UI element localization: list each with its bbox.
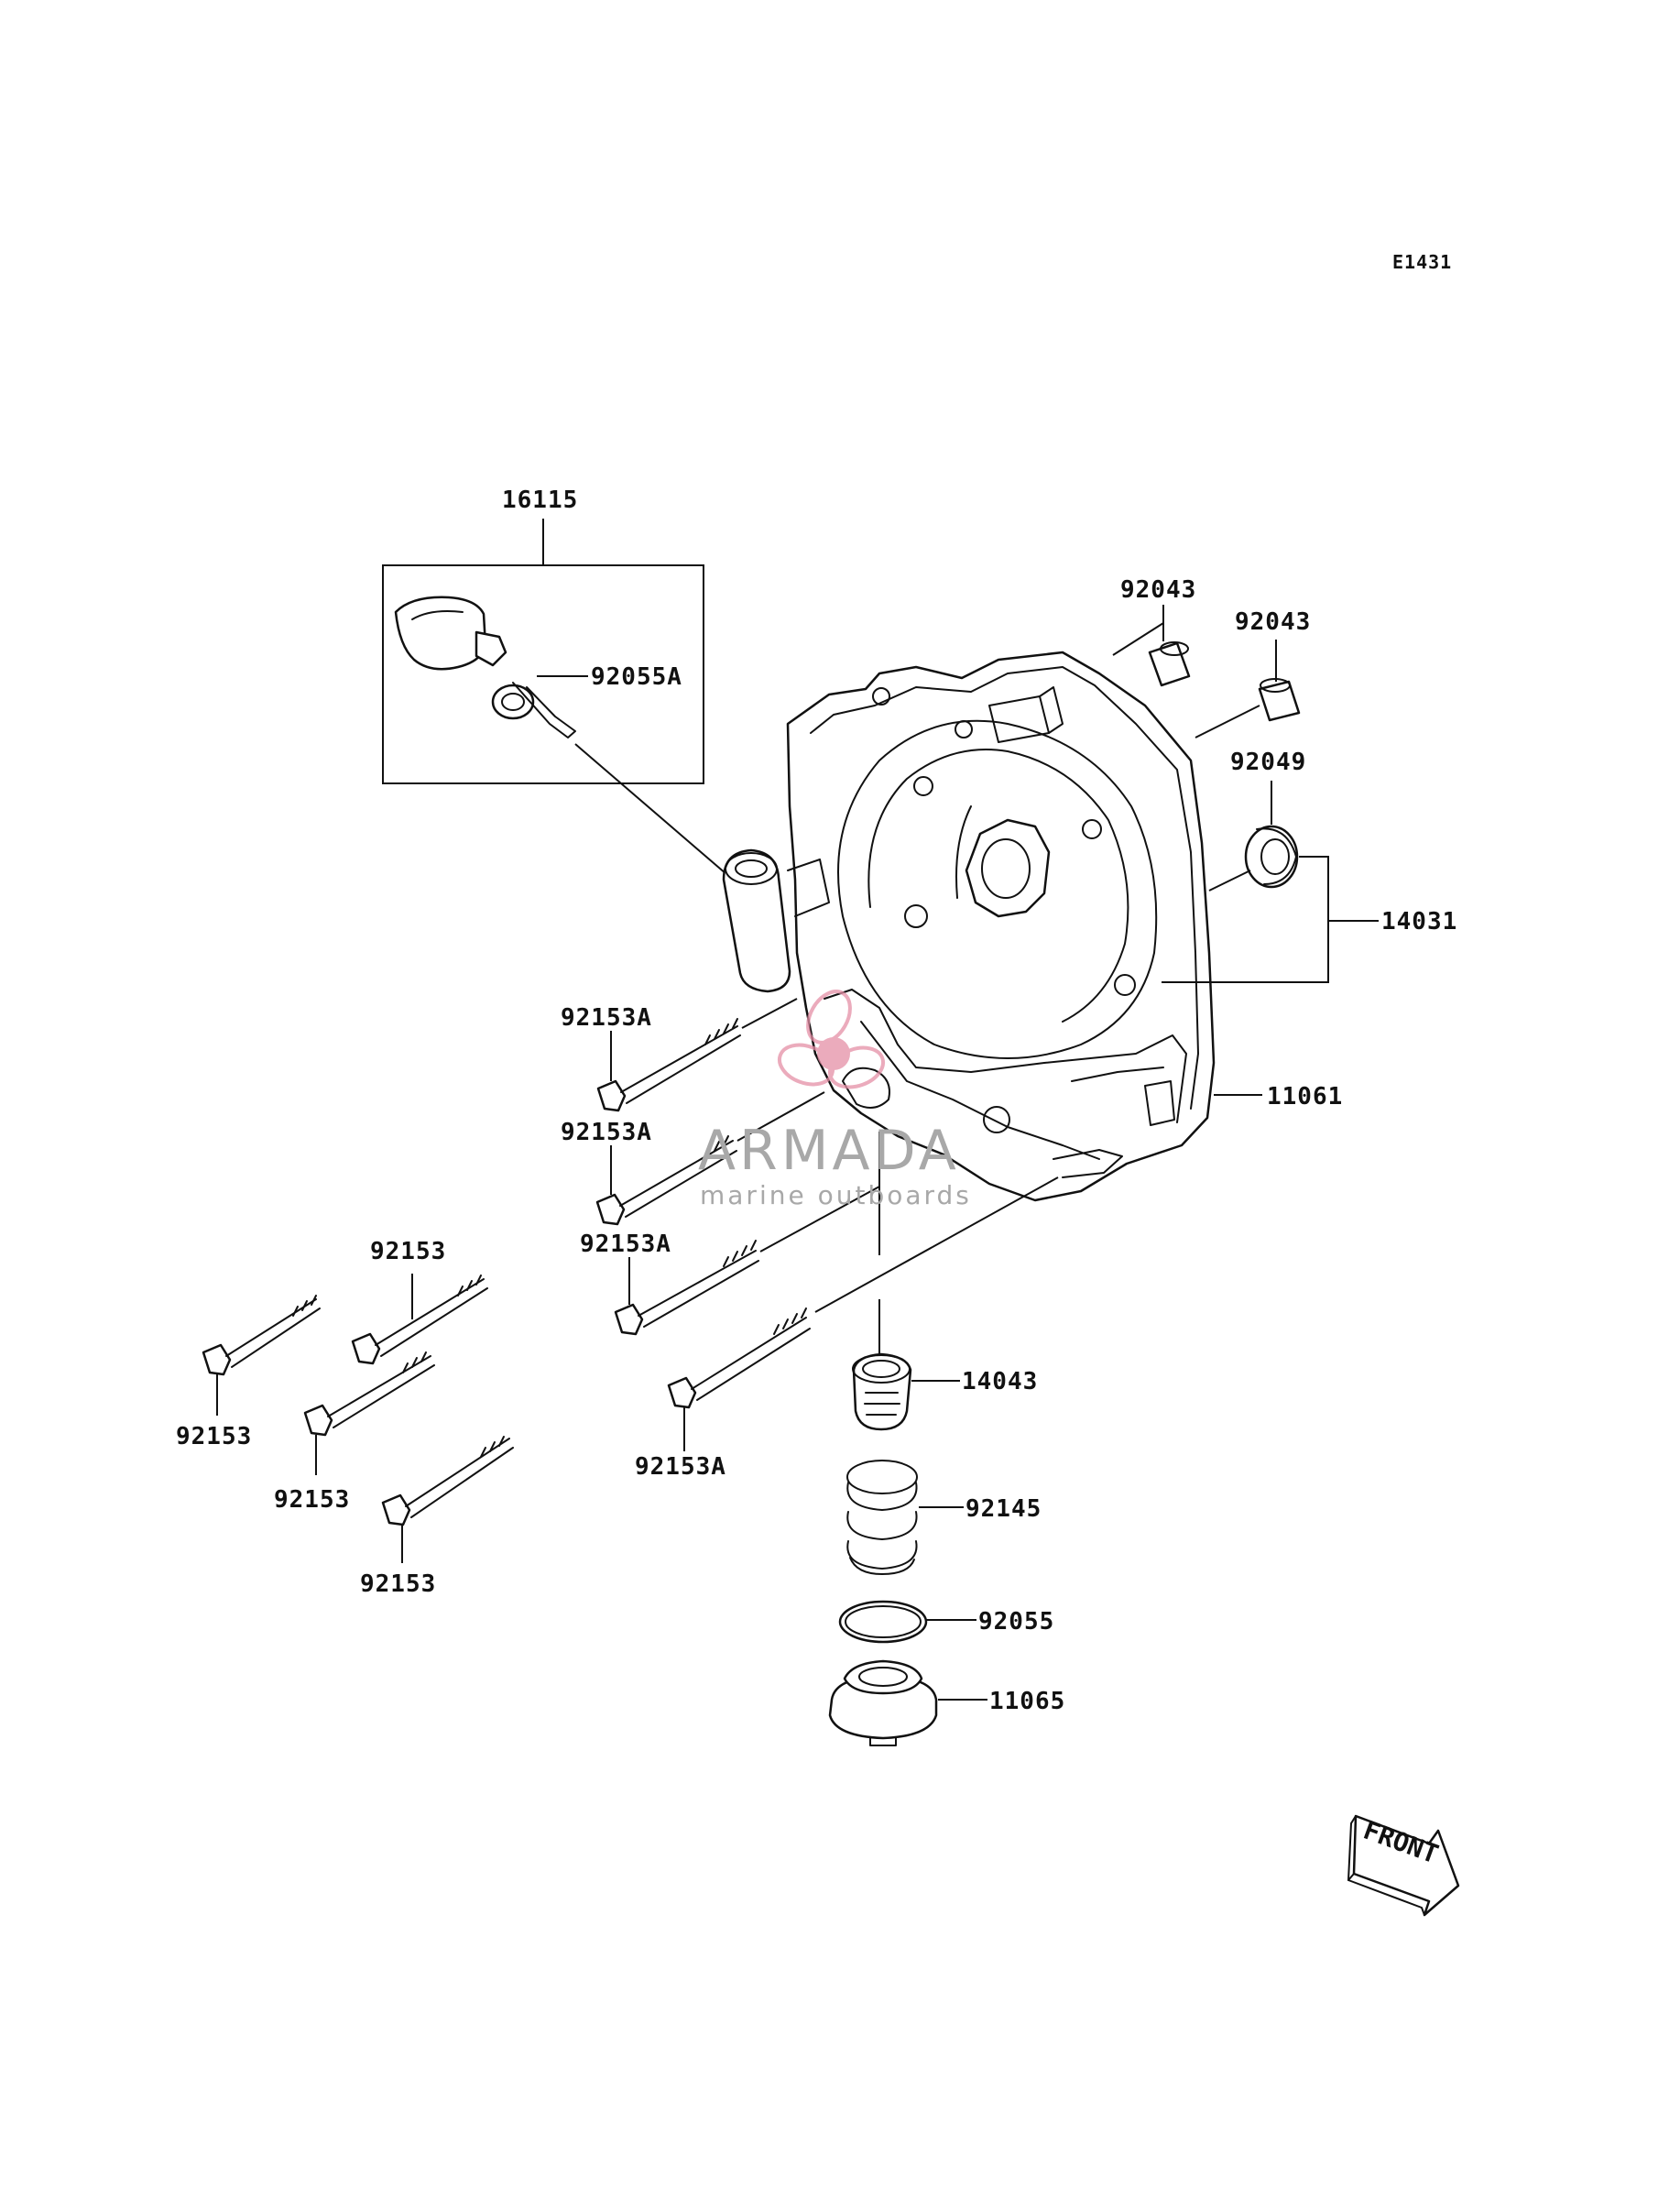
center-boss — [965, 818, 1051, 918]
oil-strainer-14043: 14043 — [852, 1352, 1038, 1431]
label-92153-1: 92153 — [176, 1423, 252, 1450]
o-ring-92055: 92055 — [838, 1600, 1054, 1644]
bolt-92153-3: 92153 — [274, 1351, 435, 1514]
dipstick-cap — [394, 596, 487, 671]
bolt-92153A-4: 92153A — [635, 1176, 1059, 1481]
bolt-92153A-3: 92153A — [580, 1186, 880, 1336]
watermark-brand: ARMADA — [698, 1119, 960, 1183]
dowel-pin-1: 92043 — [1112, 576, 1196, 687]
label-92153A-4: 92153A — [635, 1453, 726, 1481]
dowel-pin-2: 92043 — [1195, 608, 1311, 738]
armada-watermark: ARMADA marine outboards — [698, 990, 972, 1210]
label-14043: 14043 — [962, 1368, 1038, 1395]
label-92043-1: 92043 — [1120, 576, 1196, 604]
spring-92145: 92145 — [846, 1460, 1042, 1575]
front-arrow-icon: FRONT — [1347, 1815, 1460, 1917]
label-92153A-3: 92153A — [580, 1231, 671, 1258]
label-11065: 11065 — [989, 1688, 1065, 1715]
label-92153-3: 92153 — [274, 1486, 350, 1514]
oil-seal-92049: 92049 — [1208, 749, 1306, 892]
callout-14031: 14031 — [1162, 856, 1457, 983]
label-92153-2: 92153 — [370, 1238, 446, 1265]
bolt-92153-4: 92153 — [360, 1436, 514, 1598]
label-16115: 16115 — [502, 487, 578, 514]
label-92153-4: 92153 — [360, 1570, 436, 1598]
bolt-92153A-1: 92153A — [561, 998, 798, 1112]
o-ring-92055A — [491, 684, 535, 720]
bolt-92153-1: 92153 — [176, 1295, 321, 1450]
label-14031: 14031 — [1381, 908, 1457, 935]
label-92055: 92055 — [978, 1608, 1054, 1636]
label-92055A: 92055A — [591, 663, 682, 691]
dipstick-shaft — [475, 630, 507, 667]
filler-neck — [722, 848, 791, 993]
label-92049: 92049 — [1230, 749, 1306, 776]
label-92145: 92145 — [965, 1495, 1042, 1523]
bolt-92153-2: 92153 — [351, 1238, 488, 1365]
label-92153A-1: 92153A — [561, 1004, 652, 1032]
label-11061: 11061 — [1267, 1083, 1343, 1110]
bolt-92153A-2: 92153A — [561, 1091, 825, 1226]
watermark-tagline: marine outboards — [700, 1180, 972, 1210]
label-92153A-2: 92153A — [561, 1119, 652, 1146]
inner-housing — [837, 719, 1158, 1059]
propeller-icon — [777, 990, 886, 1089]
diagram-code: E1431 — [1392, 251, 1452, 273]
crankcase-cover-11061: 11061 — [722, 651, 1343, 1202]
dipstick-group: 16115 92055A — [382, 487, 704, 784]
drain-plug-11065: 11065 — [828, 1659, 1065, 1746]
label-92043-2: 92043 — [1235, 608, 1311, 636]
